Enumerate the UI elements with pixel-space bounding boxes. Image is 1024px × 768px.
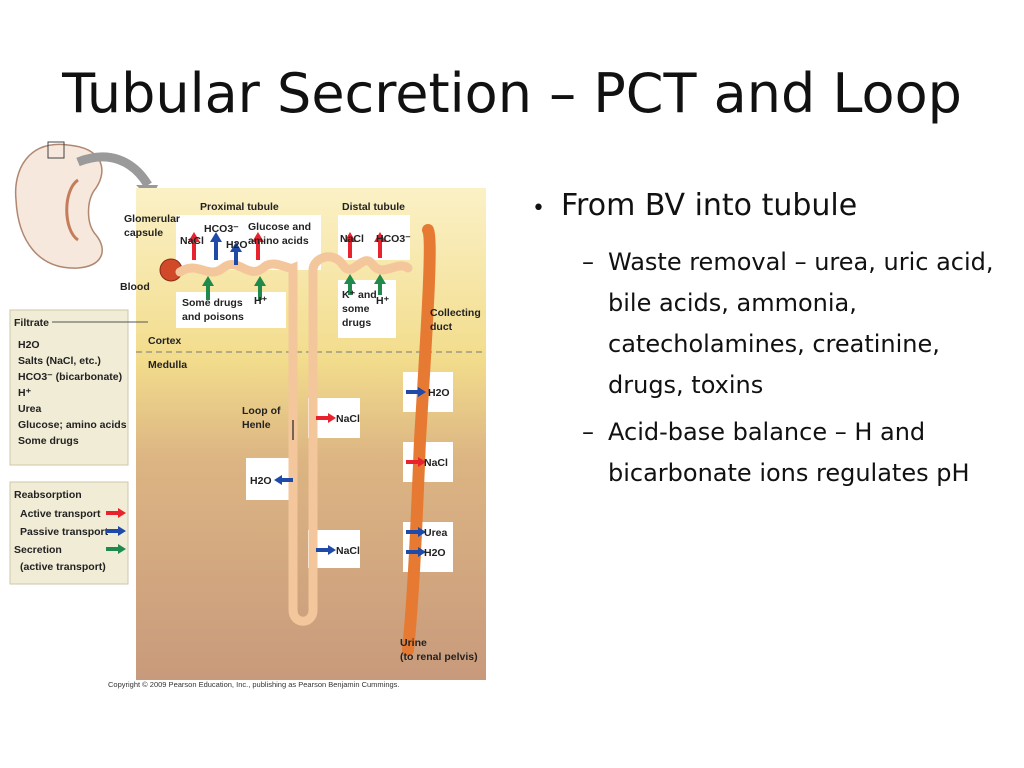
glomerular-label: capsule xyxy=(124,227,163,239)
loop-label: Henle xyxy=(242,419,271,431)
legend-heading: Reabsorption xyxy=(14,489,82,501)
sub-bullet-text: Acid-base balance – H and bicarbonate io… xyxy=(608,418,970,487)
drugs-label: and poisons xyxy=(182,311,244,323)
urine-label: (to renal pelvis) xyxy=(400,651,478,663)
hplus-label: H⁺ xyxy=(376,295,390,307)
dash-icon: – xyxy=(582,248,594,276)
filtrate-box: Filtrate H2O Salts (NaCl, etc.) HCO3⁻ (b… xyxy=(9,309,148,466)
h2o-label: H2O xyxy=(226,239,248,251)
hco3-label: HCO3⁻ xyxy=(376,233,411,245)
blood-label: Blood xyxy=(120,281,150,293)
bullet-dot-icon: • xyxy=(532,196,545,221)
kidney-icon xyxy=(14,141,103,269)
proximal-tubule-label: Proximal tubule xyxy=(200,201,279,213)
k-drugs-label: some xyxy=(342,303,370,315)
collecting-duct-label: Collecting xyxy=(430,307,481,319)
medulla-label: Medulla xyxy=(148,359,187,371)
sub-bullet-item: – Waste removal – urea, uric acid, bile … xyxy=(582,242,1002,406)
nacl-label: NaCl xyxy=(340,233,364,245)
filtrate-item: HCO3⁻ (bicarbonate) xyxy=(18,371,122,383)
hplus-label: H⁺ xyxy=(254,295,268,307)
bullet-text: From BV into tubule xyxy=(560,188,858,223)
copyright-text: Copyright © 2009 Pearson Education, Inc.… xyxy=(108,680,400,689)
h2o-label: H2O xyxy=(424,547,446,559)
urine-label: Urine xyxy=(400,637,427,649)
legend-item: Active transport xyxy=(20,508,101,520)
filtrate-item: H⁺ xyxy=(18,387,32,399)
legend-box: Reabsorption Active transport Passive tr… xyxy=(9,481,129,585)
filtrate-item: Urea xyxy=(18,403,42,415)
filtrate-item: Salts (NaCl, etc.) xyxy=(18,355,101,367)
transport-arrows xyxy=(188,232,426,557)
collecting-duct-label: duct xyxy=(430,321,453,333)
sub-bullet-item: – Acid-base balance – H and bicarbonate … xyxy=(582,412,1002,494)
nacl-label: NaCl xyxy=(336,545,360,557)
filtrate-heading: Filtrate xyxy=(14,317,49,329)
nacl-label: NaCl xyxy=(424,457,448,469)
filtrate-item: H2O xyxy=(18,339,40,351)
nacl-label: NaCl xyxy=(336,413,360,425)
k-drugs-label: drugs xyxy=(342,317,371,329)
glomerular-label: Glomerular xyxy=(124,213,180,225)
loop-label: Loop of xyxy=(242,405,281,417)
k-drugs-label: K⁺ and xyxy=(342,289,377,301)
slide-title: Tubular Secretion – PCT and Loop xyxy=(62,62,962,125)
legend-item: Secretion xyxy=(14,544,62,556)
nephron-diagram: Filtrate H2O Salts (NaCl, etc.) HCO3⁻ (b… xyxy=(9,141,486,689)
nacl-label: NaCl xyxy=(180,235,204,247)
filtrate-item: Glucose; amino acids xyxy=(18,419,127,431)
glucose-label: Glucose and xyxy=(248,221,311,233)
filtrate-item: Some drugs xyxy=(18,435,79,447)
sub-bullet-text: Waste removal – urea, uric acid, bile ac… xyxy=(608,248,994,399)
bullet-item: • From BV into tubule xyxy=(532,188,1002,230)
legend-item: (active transport) xyxy=(20,561,106,573)
pointer-arrow-icon xyxy=(76,152,152,188)
legend-item: Passive transport xyxy=(20,526,109,538)
glucose-label: amino acids xyxy=(248,235,309,247)
h2o-label: H2O xyxy=(250,475,272,487)
drugs-label: Some drugs xyxy=(182,297,243,309)
bullet-list: • From BV into tubule – Waste removal – … xyxy=(532,188,1002,500)
hco3-label: HCO3⁻ xyxy=(204,223,239,235)
distal-tubule-label: Distal tubule xyxy=(342,201,405,213)
cortex-label: Cortex xyxy=(148,335,181,347)
dash-icon: – xyxy=(582,418,594,446)
h2o-label: H2O xyxy=(428,387,450,399)
urea-label: Urea xyxy=(424,527,448,539)
nephron-tubule xyxy=(159,224,436,656)
